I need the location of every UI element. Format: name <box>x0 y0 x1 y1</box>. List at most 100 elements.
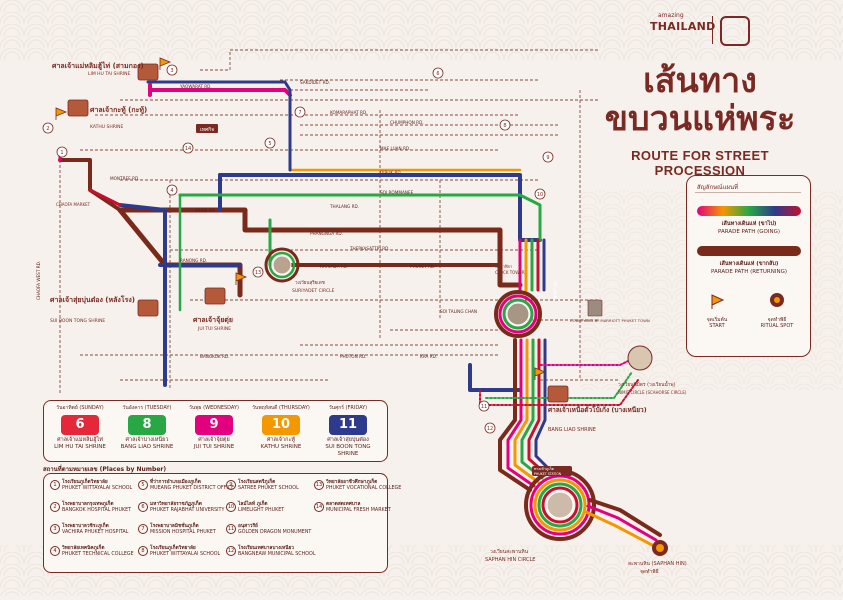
start-label-en: START <box>709 323 725 329</box>
day-shrine-th: ศาลเจ้าบางเหนียว <box>125 437 169 443</box>
return-label-en: PARADE PATH (RETURNING) <box>711 269 787 275</box>
road-label: SAKDIDET RD. <box>300 80 330 85</box>
place-name-en: VACHIRA PHUKET HOSPITAL <box>62 530 129 535</box>
road-label: SOI TALING CHAN <box>440 309 477 314</box>
place-marker: 3 <box>166 64 178 76</box>
day-shrine-en: KATHU SHRINE <box>260 444 302 450</box>
place-number: 7 <box>138 524 148 534</box>
day-shrine-en: JUI TUI SHRINE <box>193 444 235 450</box>
place-name-th: ตลาดสดเทศบาล <box>326 502 361 507</box>
thepkasattri-header-label: เทศกิจ <box>200 126 214 133</box>
place-marker: 9 <box>542 151 554 163</box>
road-label: BANGKOK RD. <box>200 354 229 359</box>
place-number: 1 <box>50 480 60 490</box>
day-number-badge: 10 <box>262 415 300 435</box>
place-marker-number: 8 <box>503 123 506 129</box>
brand-logo: amazing THAILAND <box>640 12 790 52</box>
day-name: วันอาทิตย์ (SUNDAY) <box>56 405 104 411</box>
day-shrine-th: ศาลเจ้าสุ่ยบุ่นต๋อง <box>327 437 369 443</box>
place-number: 11 <box>226 524 236 534</box>
road-label: MAE LUAN RD. <box>380 146 410 151</box>
place-number: 8 <box>138 546 148 556</box>
phuket-stop-th: ทางเข้าภูเก็ต <box>534 465 555 471</box>
ritual-label-en: RITUAL SPOT <box>760 323 794 329</box>
place-marker: 10 <box>534 188 546 200</box>
page-title-en: ROUTE FOR STREET PROCESSION <box>631 148 769 178</box>
place-labels: ศาลเจ้าแม่หลิมฮู้ไท่ (สามกอง) LIM HU TAI… <box>50 61 687 575</box>
place-name-en: BANGKOK HOSPITAL PHUKET <box>62 508 132 513</box>
place-name-en: MUEANG PHUKET DISTRICT OFFICE <box>150 486 235 491</box>
place-marker-number: 10 <box>537 192 543 198</box>
day-card: วันพฤหัสบดี (THURSDAY) 10 ศาลเจ้ากะทู้KATH… <box>249 403 313 459</box>
lim-hu-tai-label-en: LIM HU TAI SHRINE <box>88 71 131 77</box>
place-name-th: โรงพยาบาลกรุงเทพภูเก็ต <box>62 502 114 507</box>
place-marker-number: 6 <box>436 71 439 77</box>
place-marker-number: 7 <box>298 110 301 116</box>
title-line-1: เส้นทาง <box>643 61 757 101</box>
nimit-circle-label-en: NIMIT CIRCLE (SCAHORSE CIRCLE) <box>618 390 687 395</box>
road-label: SOI ROMMANEE <box>380 190 414 195</box>
place-number: 5 <box>138 480 148 490</box>
minor-roads <box>59 49 620 395</box>
road-label: THEPKASATTRI RD. <box>349 246 390 251</box>
nimit-circle-label: วงเวียนนิมิตร (วงเวียนน้ำพุ) <box>618 380 676 388</box>
road-label: KRA RD. <box>420 354 437 359</box>
clock-tower-label: หอนาฬิกา <box>495 264 512 269</box>
road-label: PHANGNGA RD. <box>310 231 343 236</box>
kathu-label-en: KATHU SHRINE <box>90 124 124 130</box>
place-marker-number: 13 <box>255 270 261 276</box>
place-marker: 6 <box>432 67 444 79</box>
place-marker-number: 12 <box>487 426 493 432</box>
road-label: RATSADA RD. <box>320 264 348 269</box>
start-flag-icon <box>711 294 725 309</box>
road-label-chaofa: CHAOFA WEST RD. <box>36 261 41 300</box>
place-marker: 2 <box>42 122 54 134</box>
place-name-th: โรงเรียนภูเก็ตวิทยาลัย <box>150 546 196 551</box>
day-name: วันพฤหัสบดี (THURSDAY) <box>252 405 310 411</box>
place-name-en: PHUKET TECHNICAL COLLEGE <box>62 552 134 557</box>
map-legend: สัญลักษณ์แผนที่ เส้นทางเดินแห่ (ขาไป) PA… <box>686 175 811 357</box>
place-name-en: GOLDEN DRAGON MONUMENT <box>238 530 312 535</box>
road-label: MONTREE RD. <box>110 176 140 181</box>
road-label-nimit: NIMIT RD. <box>553 279 558 300</box>
going-path-swatch <box>697 206 801 216</box>
tat-seal-icon <box>720 16 750 46</box>
brand-amazing: amazing <box>658 12 684 19</box>
day-name: วันพุธ (WEDNESDAY) <box>189 405 239 411</box>
place-name-th: อนุสาวรีย์ <box>238 524 258 529</box>
day-shrine-en: SUI BOON TONG SHRINE <box>325 444 371 457</box>
going-label-en: PARADE PATH (GOING) <box>718 229 780 235</box>
day-shrine-th: ศาลเจ้าแม่หลิมฮู้ไท่ <box>57 437 103 443</box>
day-shrine-th: ศาลเจ้ากะทู้ <box>266 437 296 443</box>
road-labels: YAOWARAT RD. SAKDIDET RD. KOMARAPHAT RD.… <box>110 80 477 359</box>
place-name-en: PHUKET WITTAYALAI SCHOOL <box>150 552 221 557</box>
page-title-th: เส้นทาง ขบวนแห่พระ <box>590 62 810 138</box>
phuket-stop-en: PHUKET STATION <box>534 472 562 476</box>
place-name-en: PHUKET RAJABHAT UNIVERSITY <box>150 508 225 513</box>
place-number: 2 <box>50 502 60 512</box>
place-marker: 8 <box>499 119 511 131</box>
road-label: PHUTON RD. <box>340 354 367 359</box>
road-label: RANONG RD. <box>180 258 207 263</box>
road-label: YAOWARAT RD. <box>179 84 212 89</box>
sui-boon-label-th: ศาลเจ้าสุ่ยบุ่นต๋อง (หลังโรง) <box>50 295 135 304</box>
road-label: CHUMPHON RD. <box>390 120 424 125</box>
saphan-hin-label: สะพานหิน (SAPHAN HIN) <box>628 560 687 567</box>
place-name-en: BANGNEAW MUNICIPAL SCHOOL <box>238 552 316 557</box>
place-marker: 1 <box>56 146 68 158</box>
places-title: สถานที่ตามหมายเลข (Places by Number) <box>43 466 167 473</box>
day-number-badge: 8 <box>128 415 166 435</box>
phuket-stop-badge <box>532 466 572 476</box>
